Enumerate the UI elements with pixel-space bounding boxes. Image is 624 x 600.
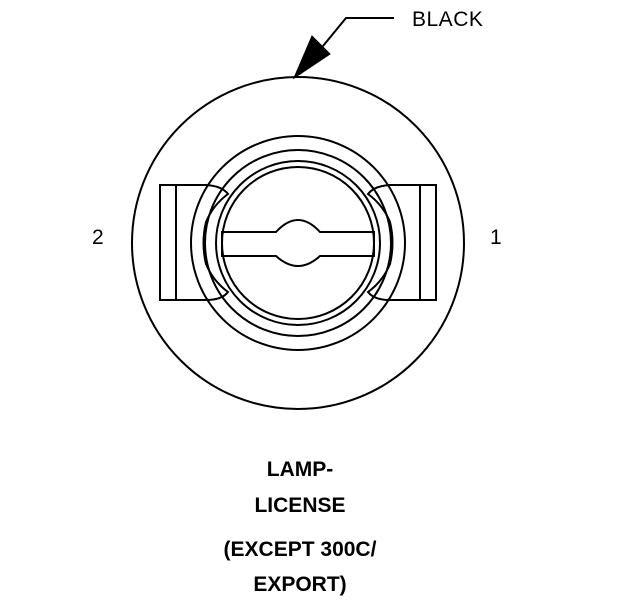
caption-line-4: EXPORT) (253, 573, 347, 596)
pin-label-1: 1 (490, 226, 502, 249)
terminal-tab-left (159, 184, 230, 301)
caption-line-2: LICENSE (254, 494, 346, 517)
socket-inner-ring (204, 149, 392, 337)
callout-label-black: BLACK (412, 8, 484, 31)
connector-outer-housing (131, 76, 465, 410)
bulb-base-inner (221, 166, 375, 320)
pin-label-2: 2 (92, 226, 104, 249)
bulb-base-outer (215, 160, 381, 326)
callout-arrowhead (292, 35, 331, 80)
caption-line-1: LAMP- (266, 458, 334, 481)
terminal-tab-right (366, 184, 437, 301)
center-key-slot (221, 218, 375, 268)
caption-line-3: (EXCEPT 300C/ (223, 538, 377, 561)
socket-outer-ring (190, 135, 406, 351)
